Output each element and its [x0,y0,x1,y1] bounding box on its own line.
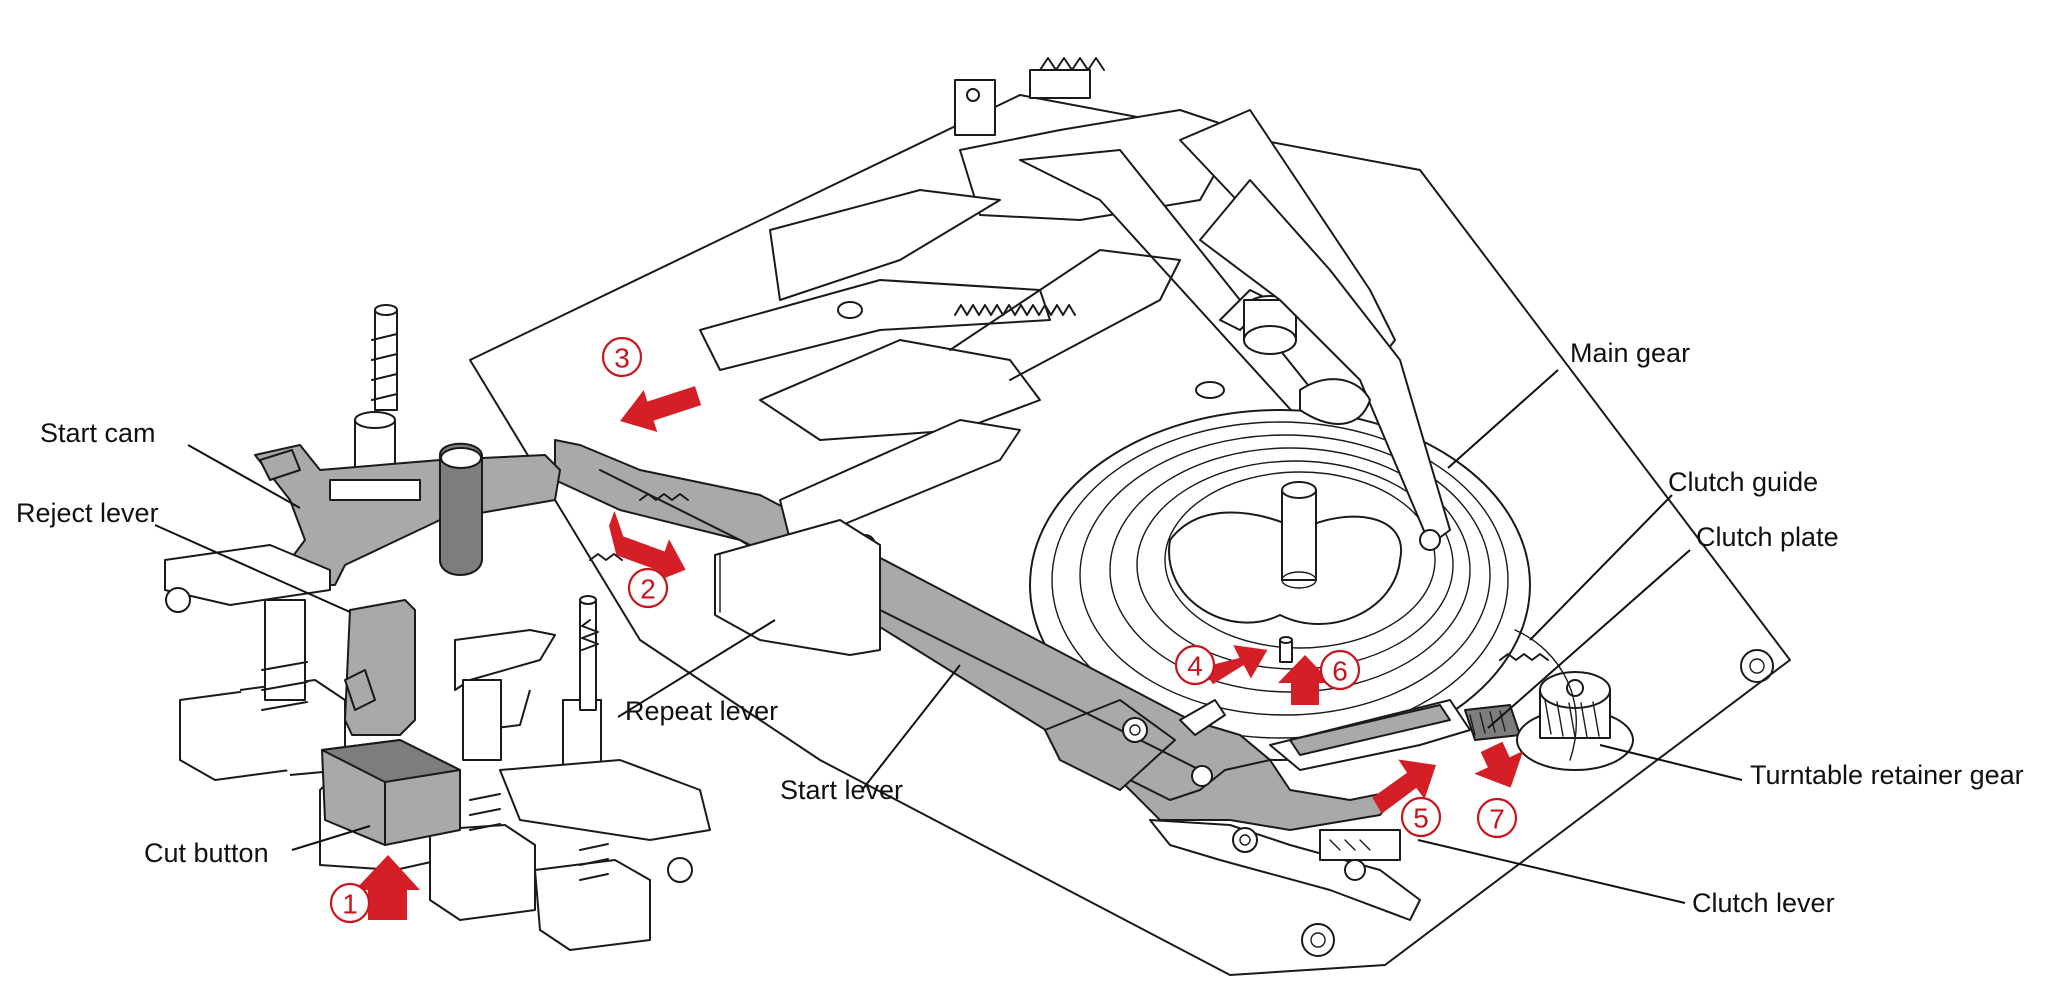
arrow-step-3 [620,386,702,433]
label-clutch-plate: Clutch plate [1696,522,1839,552]
step-marker-4: 4 [1174,644,1216,686]
part-labels: Main gear Clutch guide Clutch plate Star… [16,338,2024,918]
svg-text:7: 7 [1489,804,1505,835]
arrow-step-5 [1372,759,1437,814]
clutch-assembly [1269,699,1521,771]
step-marker-3: 3 [601,336,643,378]
direction-arrows [355,386,1524,920]
label-clutch-guide: Clutch guide [1668,467,1818,497]
arrow-step-2 [609,510,686,583]
svg-text:5: 5 [1413,803,1429,834]
step-markers: 1 2 3 4 5 6 7 [329,336,1518,924]
leader-lines [154,369,1743,904]
arrow-step-6 [1278,655,1332,705]
tonearm-lever [1199,179,1451,551]
label-turntable-retainer-gear: Turntable retainer gear [1750,760,2024,790]
label-clutch-lever: Clutch lever [1692,888,1835,918]
label-cut-button: Cut button [144,838,269,868]
arrow-step-4 [1201,645,1268,685]
button-blocks [164,493,711,951]
step-marker-7: 7 [1476,797,1518,839]
step-marker-6: 6 [1319,649,1361,691]
arrow-step-1 [355,855,420,920]
svg-text:2: 2 [640,574,656,605]
svg-text:1: 1 [342,889,358,920]
svg-text:6: 6 [1332,656,1348,687]
cut-button [321,739,461,846]
start-cam-assembly [254,304,561,736]
label-start-lever: Start lever [780,775,903,805]
arrow-step-7 [1474,741,1524,788]
step-marker-1: 1 [329,882,371,924]
main-gear [1029,409,1549,761]
label-reject-lever: Reject lever [16,498,159,528]
step-marker-5: 5 [1400,796,1442,838]
svg-text:3: 3 [614,343,630,374]
label-start-cam: Start cam [40,418,156,448]
turntable-retainer-gear [1514,629,1634,771]
label-repeat-lever: Repeat lever [625,696,778,726]
step-marker-2: 2 [627,567,669,609]
repeat-lever [714,419,1021,656]
label-main-gear: Main gear [1570,338,1690,368]
svg-text:4: 4 [1187,651,1203,682]
